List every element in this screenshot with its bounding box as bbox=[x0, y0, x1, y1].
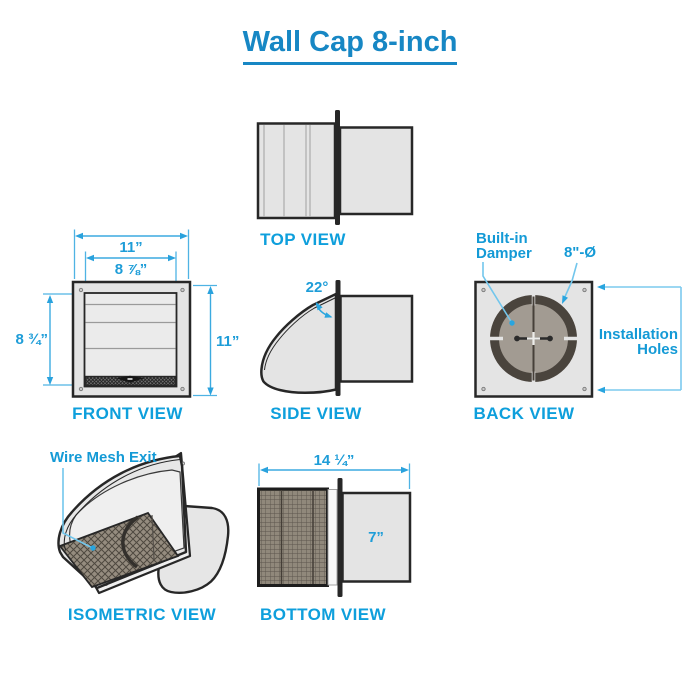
top-view-louver-lines bbox=[263, 125, 311, 217]
dim-side-angle: 22° bbox=[305, 279, 329, 296]
damper-leader-line bbox=[482, 262, 513, 324]
iso-wire-mesh bbox=[58, 511, 180, 589]
holes-bracket bbox=[601, 286, 682, 391]
dim-front-outer-height: 11” bbox=[216, 333, 240, 350]
callout-built-in-damper: Built-in Damper bbox=[476, 230, 532, 262]
diameter-leader-line bbox=[562, 262, 578, 301]
pivot-end-right bbox=[547, 335, 553, 342]
side-hood-rim-line bbox=[264, 297, 337, 371]
dim-bottom-overall-width: 14 ¼” bbox=[313, 452, 355, 469]
front-louver-lines bbox=[85, 303, 176, 350]
top-view-drawing bbox=[256, 110, 414, 225]
bottom-mesh-seams bbox=[280, 490, 314, 584]
pivot-end-left bbox=[514, 335, 520, 342]
side-hood-profile bbox=[260, 292, 338, 395]
front-extension-lines bbox=[43, 229, 217, 397]
front-view-label: FRONT VIEW bbox=[72, 404, 183, 423]
back-screw-holes bbox=[481, 287, 587, 392]
bottom-view-label: BOTTOM VIEW bbox=[260, 605, 386, 624]
front-dimension-lines bbox=[49, 235, 212, 392]
side-view-label: SIDE VIEW bbox=[270, 404, 362, 423]
callout-installation-holes: Installation Holes bbox=[598, 326, 678, 358]
front-screw-holes bbox=[78, 287, 185, 392]
isometric-view-drawing bbox=[57, 451, 230, 595]
side-duct bbox=[339, 294, 414, 383]
callout-wire-mesh-exit: Wire Mesh Exit bbox=[50, 449, 157, 466]
front-dimension-arrows bbox=[46, 232, 214, 396]
top-view-duct bbox=[338, 126, 414, 216]
bottom-view-drawing bbox=[257, 463, 412, 597]
isometric-view-label: ISOMETRIC VIEW bbox=[67, 605, 217, 624]
bottom-duct bbox=[341, 491, 412, 583]
front-louver-panel bbox=[83, 292, 178, 388]
side-view-drawing bbox=[260, 280, 414, 396]
iso-hood-rim-line bbox=[63, 459, 181, 551]
back-view-label: BACK VIEW bbox=[473, 404, 575, 423]
dim-front-outer-width: 11” bbox=[119, 239, 143, 256]
dim-front-inner-height: 8 ¾” bbox=[15, 331, 48, 348]
mesh-leader-dot bbox=[90, 545, 96, 551]
page-title: Wall Cap 8-inch bbox=[0, 26, 700, 65]
bottom-extension-lines bbox=[258, 463, 411, 489]
damper-leader-dot bbox=[509, 320, 515, 326]
top-view-cap-body bbox=[256, 122, 337, 220]
diameter-leader-arrow bbox=[562, 295, 568, 304]
back-pivot-center-cross bbox=[527, 332, 540, 345]
bottom-light-strip bbox=[327, 489, 338, 586]
back-view-drawing bbox=[474, 262, 682, 398]
front-mesh-handle-dot bbox=[127, 378, 133, 380]
dim-bottom-duct-width: 7” bbox=[368, 529, 384, 546]
holes-arrow-bottom bbox=[597, 386, 605, 394]
holes-arrow-top bbox=[597, 283, 605, 291]
bottom-mesh bbox=[257, 487, 329, 587]
front-view-drawing bbox=[43, 229, 217, 398]
callout-diameter: 8"-Ø bbox=[563, 244, 597, 261]
dim-front-inner-width: 8 ⅞” bbox=[114, 261, 148, 278]
top-view-label: TOP VIEW bbox=[260, 230, 346, 249]
iso-damper-arc bbox=[121, 515, 140, 569]
angle-arc-arrows bbox=[316, 302, 333, 318]
mesh-leader-line bbox=[62, 468, 92, 549]
iso-panel-seam bbox=[151, 514, 155, 560]
